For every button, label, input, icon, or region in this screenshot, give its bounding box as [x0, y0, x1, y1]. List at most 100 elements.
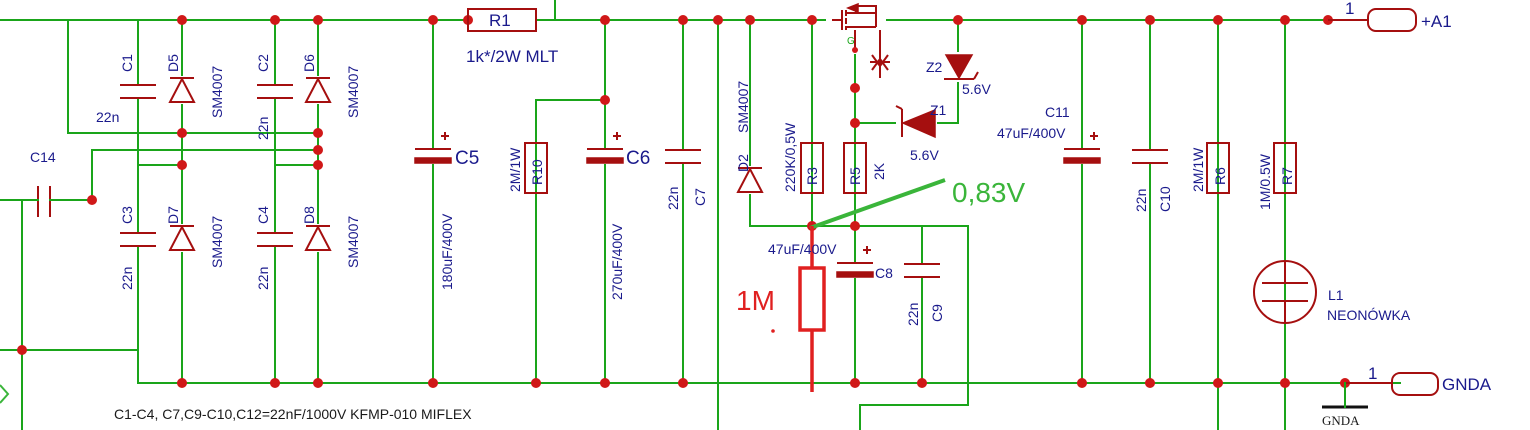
annotation-voltage: 0,83V [952, 177, 1025, 208]
label-a1: +A1 [1421, 12, 1452, 31]
connectors [1322, 8, 1439, 409]
label-l1: L1 [1328, 287, 1344, 303]
resistor-r3 [800, 142, 824, 194]
mosfet-symbol: G [826, 2, 890, 78]
label-r1: R1 [489, 11, 511, 30]
label-d6: D6 [301, 54, 317, 72]
electrolytic-capacitors [414, 132, 1101, 278]
capacitor-c9 [904, 263, 940, 278]
label-c6-val: 270uF/400V [609, 223, 625, 300]
label-c11: C11 [1045, 104, 1070, 120]
diode-d5 [168, 76, 196, 104]
label-c10-val: 22n [1133, 189, 1149, 212]
capacitor-c1 [120, 84, 156, 99]
resistor-r5 [843, 142, 867, 194]
label-r5-val: 2K [871, 162, 887, 180]
label-c4: C4 [255, 206, 271, 224]
label-d5: D5 [165, 54, 181, 72]
label-d7-sm: SM4007 [209, 216, 225, 268]
capacitor-c6 [586, 132, 624, 164]
label-d8: D8 [301, 206, 317, 224]
connector-gnda [1345, 372, 1439, 396]
label-c3: C3 [119, 206, 135, 224]
label-c5: C5 [455, 148, 479, 169]
label-pin1-gnda: 1 [1368, 364, 1377, 383]
capacitor-c3 [120, 232, 156, 247]
label-r10: R10 [529, 159, 545, 185]
diode-d7 [168, 224, 196, 252]
component-labels: C1 D5 SM4007 C2 D6 SM4007 22n C3 22n D7 … [30, 0, 1492, 428]
capacitor-c5 [414, 132, 452, 164]
label-c3-val: 22n [119, 267, 135, 290]
label-c6: C6 [626, 148, 650, 169]
label-c11-val: 47uF/400V [997, 125, 1066, 141]
label-r6: R6 [1212, 167, 1228, 185]
label-c9: C9 [929, 304, 945, 322]
resistor-r1 [467, 8, 537, 32]
capacitor-c2 [257, 84, 293, 99]
label-r10-val: 2M/1W [507, 147, 523, 192]
diode-d2 [736, 166, 764, 194]
label-z1-val: 5.6V [910, 147, 939, 163]
diode-symbols [168, 52, 979, 252]
svg-text:G: G [847, 36, 855, 47]
label-c14: C14 [30, 149, 56, 165]
capacitor-c11 [1063, 132, 1101, 164]
label-gnda: GNDA [1442, 375, 1492, 394]
label-z1: Z1 [930, 102, 947, 118]
label-r5: R5 [847, 167, 863, 185]
label-c4-val: 22n [255, 267, 271, 290]
label-c1-sm: SM4007 [209, 66, 225, 118]
zener-z2 [944, 52, 979, 82]
capacitor-c14 [29, 185, 61, 217]
label-c8-val: 47uF/400V [768, 241, 837, 257]
gnda-symbol [1322, 382, 1368, 409]
label-l1-val: NEONÓWKA [1327, 307, 1411, 323]
label-d2-sm: SM4007 [735, 81, 751, 133]
resistor-r6 [1206, 142, 1230, 194]
capacitor-c7 [665, 149, 701, 164]
label-z2-val: 5.6V [962, 81, 991, 97]
connector-a1 [1328, 8, 1417, 32]
neon-lamp-l1 [1253, 260, 1317, 324]
annotation-resistor: 1M [736, 285, 775, 316]
label-d7: D7 [165, 206, 181, 224]
label-r3: R3 [804, 167, 820, 185]
label-gnda-sym: GNDA [1322, 413, 1360, 428]
capacitor-c8 [836, 246, 874, 278]
label-c7: C7 [692, 188, 708, 206]
label-d6-sm: SM4007 [345, 66, 361, 118]
diode-d6 [304, 76, 332, 104]
label-c2-val: 22n [255, 117, 271, 140]
zener-z1 [895, 105, 936, 139]
label-c8: C8 [875, 265, 893, 281]
label-r7-val: 1M/0.5W [1257, 153, 1273, 210]
label-c9-val: 22n [905, 303, 921, 326]
label-r6-val: 2M/1W [1190, 147, 1206, 192]
label-c10: C10 [1157, 186, 1173, 212]
label-d2: D2 [735, 154, 751, 172]
junction-dots [17, 15, 1350, 388]
capacitor-symbols [29, 84, 1168, 278]
footnote: C1-C4, C7,C9-C10,C12=22nF/1000V KFMP-010… [114, 406, 472, 422]
label-r1-val: 1k*/2W MLT [466, 47, 558, 66]
capacitor-c10 [1132, 149, 1168, 164]
diode-d8 [304, 224, 332, 252]
label-c5-val: 180uF/400V [439, 213, 455, 290]
label-c1-val: 22n [96, 109, 119, 125]
capacitor-c4 [257, 232, 293, 247]
wires [0, 0, 1401, 430]
resistor-symbols [467, 8, 1297, 194]
label-pin1-a1: 1 [1345, 0, 1354, 18]
resistor-r7 [1273, 142, 1297, 194]
label-c7-val: 22n [665, 187, 681, 210]
label-d8-sm: SM4007 [345, 216, 361, 268]
label-r3-val: 220K/0,5W [782, 122, 798, 192]
resistor-r10 [524, 142, 548, 194]
user-annotations: 0,83V 1M [0, 177, 1025, 404]
label-c1: C1 [119, 54, 135, 72]
label-c2: C2 [255, 54, 271, 72]
label-z2: Z2 [926, 59, 943, 75]
